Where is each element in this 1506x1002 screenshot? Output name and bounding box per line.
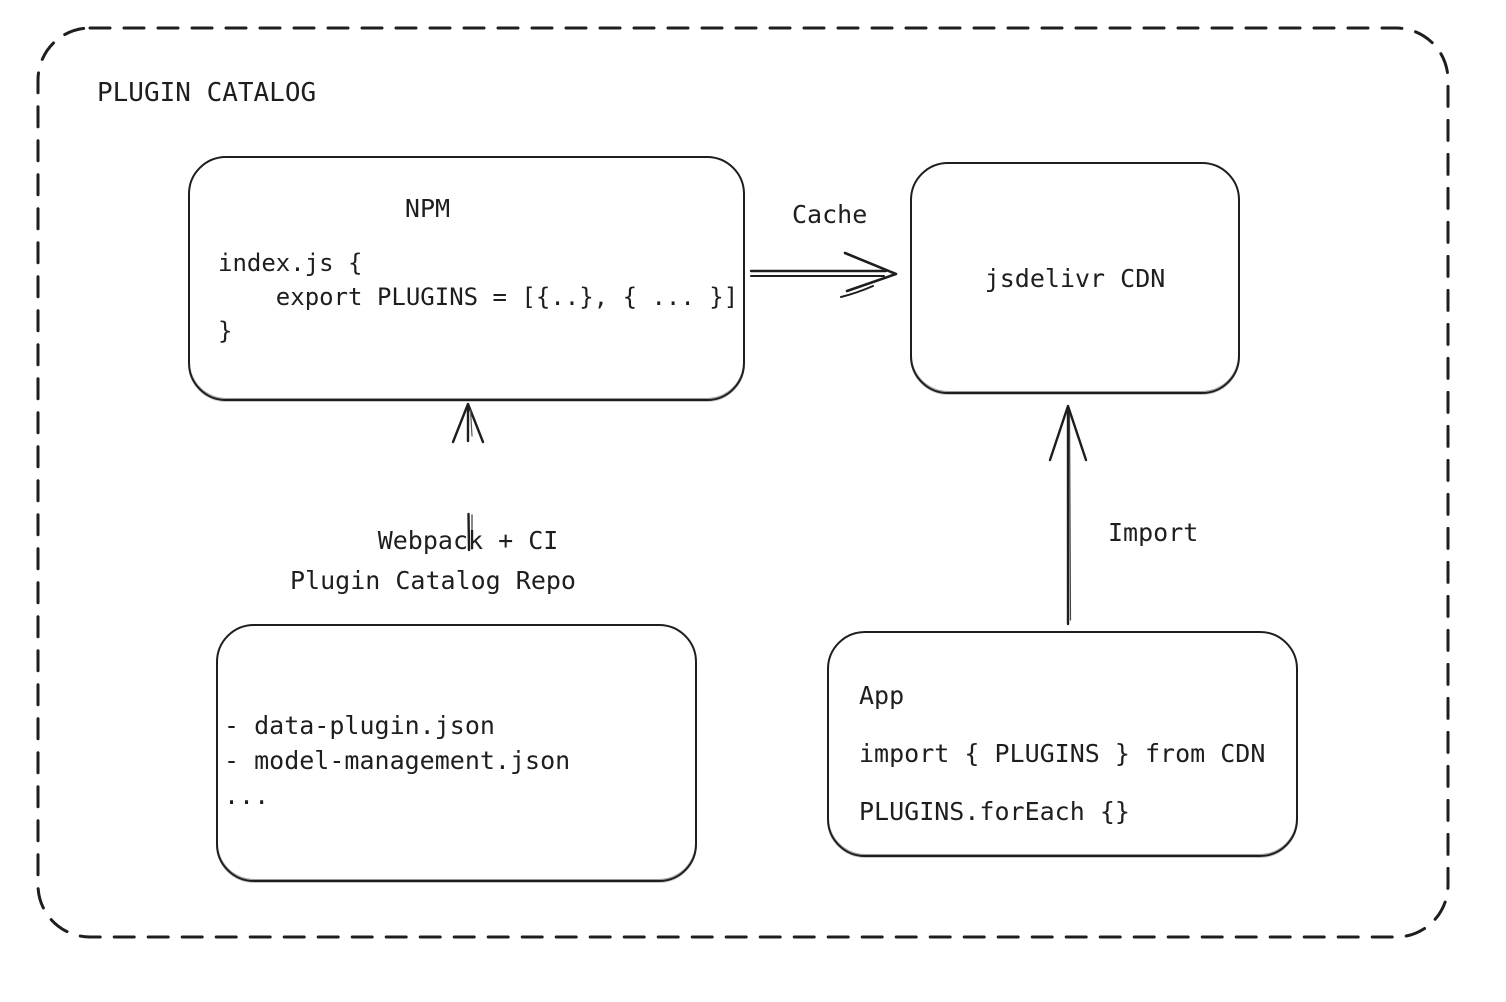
- build-connector-line: [467, 512, 473, 552]
- app-node: App import { PLUGINS } from CDN PLUGINS.…: [827, 631, 1298, 857]
- cdn-node: jsdelivr CDN: [910, 162, 1240, 394]
- repo-node: - data-plugin.json - model-management.js…: [216, 624, 697, 882]
- cdn-node-label: jsdelivr CDN: [984, 263, 1166, 293]
- npm-node-title: NPM: [404, 194, 451, 223]
- build-arrow: [451, 402, 485, 444]
- app-code-line: import { PLUGINS } from CDN: [859, 739, 1266, 768]
- repo-file-line: ...: [224, 781, 270, 810]
- import-arrow: [1048, 404, 1088, 626]
- app-node-title: App: [859, 681, 905, 710]
- app-code-line: PLUGINS.forEach {}: [859, 797, 1130, 826]
- npm-code-line: }: [218, 317, 233, 345]
- build-edge-label-line: Webpack + CI: [377, 526, 559, 555]
- cache-edge-label: Cache: [792, 200, 868, 229]
- npm-code-line: export PLUGINS = [{..}, { ... }]: [218, 283, 739, 311]
- import-edge-label: Import: [1108, 518, 1199, 547]
- repo-node-label: Plugin Catalog Repo: [290, 566, 576, 595]
- npm-code-line: index.js {: [218, 249, 363, 277]
- cache-arrow: [749, 251, 898, 298]
- repo-file-line: - model-management.json: [224, 746, 571, 775]
- npm-node: NPM index.js { export PLUGINS = [{..}, {…: [188, 156, 745, 401]
- app-node-content: App import { PLUGINS } from CDN PLUGINS.…: [859, 683, 1265, 857]
- diagram-title: PLUGIN CATALOG: [97, 78, 317, 108]
- repo-node-files: - data-plugin.json - model-management.js…: [224, 708, 570, 813]
- npm-node-code: index.js { export PLUGINS = [{..}, { ...…: [218, 246, 738, 348]
- catalog-frame-border: [36, 26, 1450, 939]
- repo-file-line: - data-plugin.json: [224, 711, 495, 740]
